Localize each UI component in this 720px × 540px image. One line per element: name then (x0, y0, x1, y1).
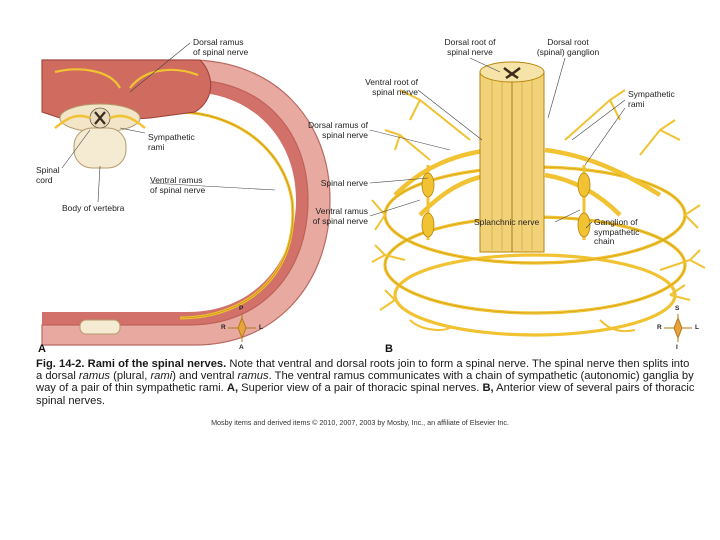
label-ventral-ramus-a: Ventral ramus of spinal nerve (150, 175, 206, 195)
caption-text-6: Anterior view of several pairs of thorac… (36, 382, 695, 407)
sternum (79, 319, 121, 335)
label-dorsal-ramus-b: Dorsal ramus of spinal nerve (308, 120, 368, 140)
caption-text-5: Superior view of a pair of thoracic spin… (238, 382, 483, 395)
caption-rami: rami (150, 370, 173, 383)
compass-b-right: L (695, 324, 699, 331)
compass-b (664, 314, 692, 342)
compass-b-top: S (675, 305, 680, 312)
compass-a-left: R (221, 324, 226, 331)
label-dorsal-root-ganglion: Dorsal root (spinal) ganglion (536, 37, 600, 57)
figure-caption: Fig. 14-2. Rami of the spinal nerves. No… (36, 358, 696, 407)
copyright-notice: Mosby items and derived items © 2010, 20… (211, 418, 509, 427)
caption-ramus-2: ramus (237, 370, 269, 383)
caption-text-1: Note that ventral and dorsal roots join … (36, 358, 690, 383)
label-sympathetic-rami-b: Sympathetic rami (628, 89, 675, 109)
caption-ramus-1: ramus (78, 370, 111, 383)
caption-text-4: . The ventral ramus communicates with a … (36, 370, 694, 395)
caption-fig-number: Fig. 14-2. (36, 358, 85, 370)
caption-text-3: ) and ventral (172, 370, 238, 383)
compass-a-bottom: A (239, 344, 244, 351)
label-dorsal-ramus-a: Dorsal ramus of spinal nerve (193, 37, 249, 57)
compass-a-right: L (259, 324, 263, 331)
label-ganglion-chain: Ganglion of sympathetic chain (594, 217, 640, 246)
compass-a (228, 314, 256, 342)
label-splanchnic-nerve: Splanchnic nerve (474, 217, 540, 227)
compass-b-left: R (657, 324, 662, 331)
vertebra-body-shape (73, 127, 127, 169)
compass-b-bottom: I (676, 344, 678, 351)
panel-a-letter: A (38, 343, 46, 355)
caption-text-2: (plural, (110, 370, 151, 383)
caption-a: A, (226, 382, 239, 395)
label-body-of-vertebra: Body of vertebra (62, 203, 125, 213)
caption-b: B, (482, 382, 494, 395)
panel-b-letter: B (385, 343, 393, 355)
caption-title: Rami of the spinal nerves. (87, 358, 227, 370)
sympathetic-chain (421, 165, 591, 240)
compass-a-top: P (239, 305, 244, 312)
label-dorsal-root: Dorsal root of spinal nerve (444, 37, 496, 57)
label-ventral-ramus-b: Ventral ramus of spinal nerve (312, 206, 368, 226)
label-spinal-cord-a: Spinal cord (36, 165, 60, 185)
label-spinal-nerve: Spinal nerve (320, 178, 368, 188)
label-ventral-root: Ventral root of spinal nerve (365, 77, 418, 97)
label-sympathetic-rami-a: Sympathetic rami (148, 132, 195, 152)
